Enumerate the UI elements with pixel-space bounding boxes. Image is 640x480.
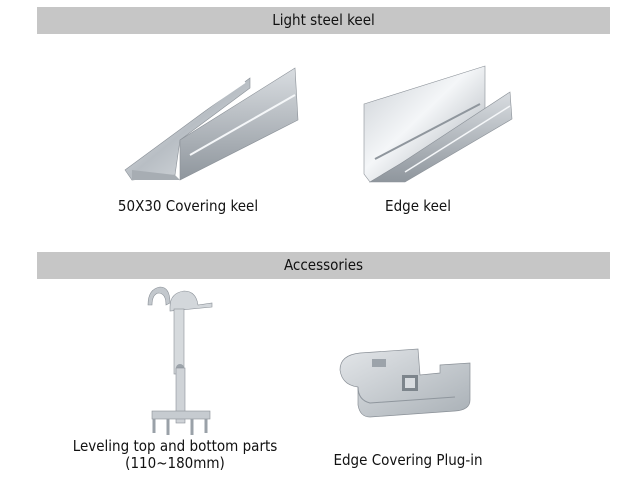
item-sublabel-leveling-range: (110~180mm)	[125, 454, 225, 472]
plug-in-clip-image	[339, 348, 471, 418]
section-header-accessories: Accessories	[37, 252, 610, 279]
item-label-edge-keel: Edge keel	[385, 197, 451, 215]
item-label-leveling-parts: Leveling top and bottom parts	[72, 437, 278, 455]
edge-keel-image	[363, 65, 513, 183]
section-header-light-steel-keel: Light steel keel	[37, 7, 610, 34]
item-label-edge-plug-in: Edge Covering Plug-in	[333, 451, 483, 469]
leveling-hanger-image	[147, 286, 213, 435]
covering-keel-image	[124, 67, 299, 181]
item-label-covering-keel: 50X30 Covering keel	[117, 197, 259, 215]
